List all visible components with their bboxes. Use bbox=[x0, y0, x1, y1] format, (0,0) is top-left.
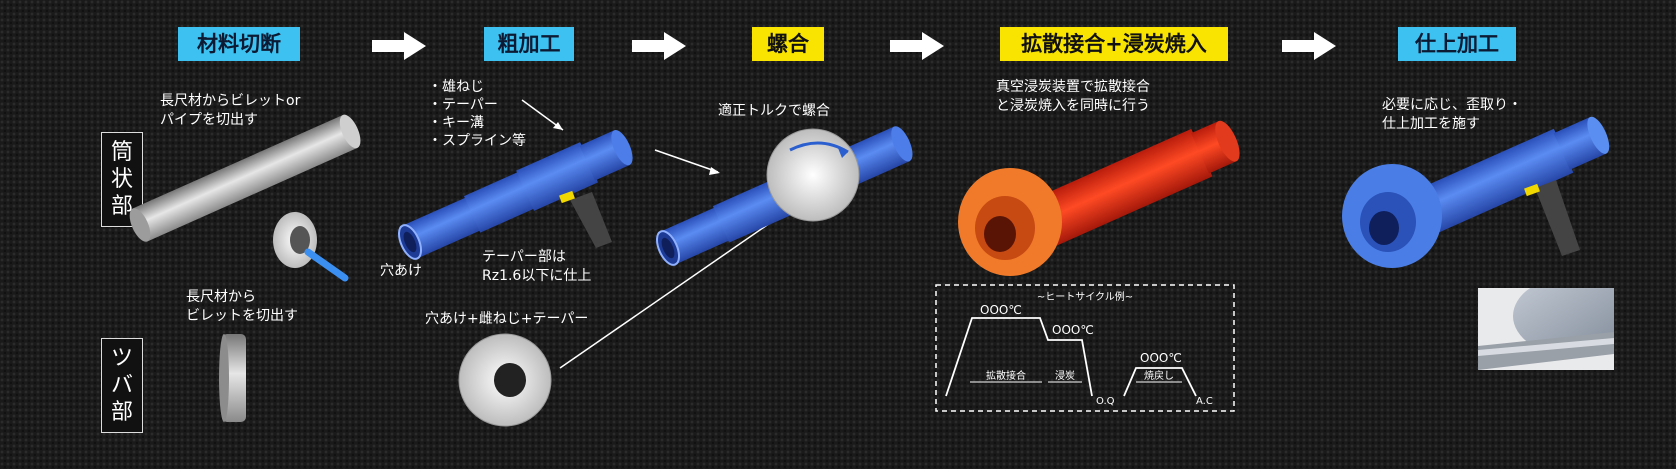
flange-ring-screwed bbox=[766, 128, 860, 222]
temp-label-1: OOO℃ bbox=[980, 303, 1022, 317]
temp-label-2: OOO℃ bbox=[1052, 323, 1094, 337]
heat-cycle-chart: ~ヒートサイクル例~ OOO℃ OOO℃ OOO℃ 拡散接合 浸炭 焼戻し O.… bbox=[935, 284, 1235, 412]
billet-cut-illustration bbox=[273, 212, 349, 282]
side-label-flange-part: ツ バ 部 bbox=[101, 338, 143, 433]
note-hole: 穴あけ bbox=[380, 263, 422, 279]
long-tube-stock bbox=[129, 114, 361, 242]
step-header-finishing: 仕上加工 bbox=[1398, 27, 1516, 61]
cool-label: A.C bbox=[1196, 396, 1213, 407]
heat-cycle-title: ~ヒートサイクル例~ bbox=[1037, 290, 1133, 303]
temp-label-3: OOO℃ bbox=[1140, 351, 1182, 365]
pointer-arrow bbox=[559, 211, 787, 369]
rough-machined-shaft bbox=[397, 129, 633, 260]
note-finishing: 必要に応じ、歪取り・ 仕上加工を施す bbox=[1382, 97, 1522, 132]
flow-arrow-icon bbox=[632, 32, 686, 60]
cutting-tool-icon bbox=[559, 190, 612, 248]
note-cut-flange: 長尺材から ビレットを切出す bbox=[186, 289, 298, 324]
step-header-material-cutting: 材料切断 bbox=[178, 27, 300, 61]
note-rough-list: ・雄ねじ ・テーパー ・キー溝 ・スプライン等 bbox=[428, 79, 526, 149]
phase-label-carburizing: 浸炭 bbox=[1055, 370, 1075, 382]
flange-billet bbox=[219, 334, 246, 422]
finishing-tool-icon bbox=[1524, 180, 1580, 256]
flow-arrow-icon bbox=[1282, 32, 1336, 60]
step-header-rough-machining: 粗加工 bbox=[484, 27, 574, 61]
note-taper: テーパー部は Rz1.6以下に仕上 bbox=[482, 249, 592, 284]
flow-arrow-icon bbox=[890, 32, 944, 60]
note-flange-work: 穴あけ+雌ねじ+テーパー bbox=[425, 311, 589, 327]
red-flange bbox=[958, 168, 1062, 276]
quench-label: O.Q bbox=[1096, 396, 1115, 407]
flow-arrow-icon bbox=[372, 32, 426, 60]
step-header-diffusion-carburizing: 拡散接合+浸炭焼入 bbox=[1000, 27, 1228, 61]
finished-flange bbox=[1342, 164, 1442, 268]
note-vacuum-carburizing: 真空浸炭装置で拡散接合 と浸炭焼入を同時に行う bbox=[996, 79, 1150, 114]
phase-label-bonding: 拡散接合 bbox=[986, 369, 1026, 382]
pointer-arrow bbox=[654, 149, 719, 173]
note-cut-tube: 長尺材からビレットor パイプを切出す bbox=[160, 93, 301, 128]
phase-label-tempering: 焼戻し bbox=[1144, 369, 1174, 382]
flange-ring-rough bbox=[458, 333, 552, 427]
step-header-screwing: 螺合 bbox=[752, 27, 824, 61]
grinding-photo bbox=[1478, 288, 1614, 370]
note-screw-torque: 適正トルクで螺合 bbox=[718, 103, 830, 119]
